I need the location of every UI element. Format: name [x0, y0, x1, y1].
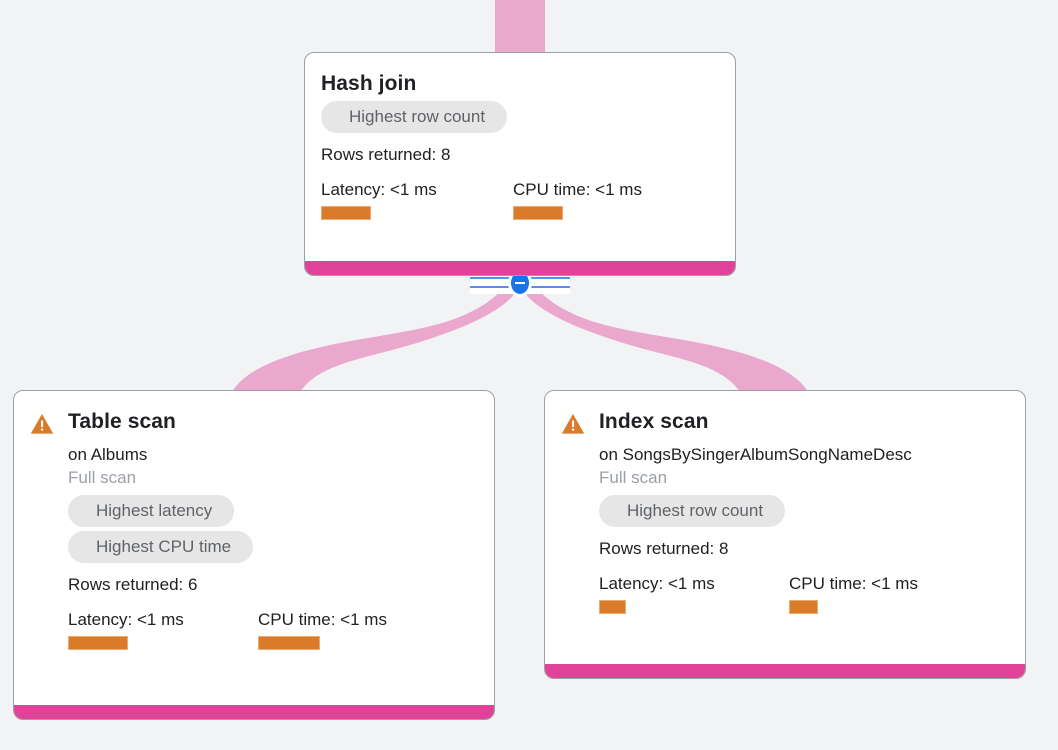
chip-highest-row-count[interactable]: Highest row count: [321, 101, 508, 133]
node-subtitle: on SongsBySingerAlbumSongNameDesc: [599, 445, 912, 464]
metric-latency: Latency: <1 ms: [599, 573, 789, 614]
chip-highest-latency[interactable]: Highest latency: [68, 495, 235, 527]
metric-cpu-time-label: CPU time: <1 ms: [513, 180, 642, 199]
node-body: Table scan on Albums Full scan Highest l…: [14, 391, 494, 658]
metric-latency-label: Latency: <1 ms: [321, 180, 437, 199]
metric-latency-bar: [599, 600, 626, 614]
edge-hash-join-to-index-scan: [521, 283, 808, 392]
node-rows-returned: Rows returned: 8: [599, 539, 729, 558]
node-chips: Highest row count: [599, 495, 1009, 531]
node-card-hash-join[interactable]: Hash join Highest row count Rows returne…: [304, 52, 736, 276]
warning-triangle-icon: [30, 414, 54, 434]
node-metrics: Latency: <1 ms CPU time: <1 ms: [68, 609, 478, 650]
node-body: Hash join Highest row count Rows returne…: [305, 53, 735, 228]
node-chips: Highest row count: [321, 101, 719, 137]
minus-glyph: [515, 282, 525, 284]
node-header-text: Table scan on Albums Full scan: [68, 409, 478, 489]
node-rows-returned: Rows returned: 6: [68, 575, 198, 594]
metric-cpu-time: CPU time: <1 ms: [513, 179, 642, 220]
node-chips: Highest latency Highest CPU time: [68, 495, 478, 567]
node-card-index-scan[interactable]: Index scan on SongsBySingerAlbumSongName…: [544, 390, 1026, 679]
metric-latency-bar: [321, 206, 371, 220]
node-title: Table scan: [68, 410, 176, 433]
node-rows-returned: Rows returned: 8: [321, 145, 451, 164]
metric-latency-bar: [68, 636, 128, 650]
node-scan-type: Full scan: [599, 468, 668, 487]
metric-cpu-time: CPU time: <1 ms: [258, 609, 387, 650]
node-header: Index scan on SongsBySingerAlbumSongName…: [561, 409, 1009, 489]
edge-hash-join-to-table-scan: [232, 283, 519, 392]
edge-root-to-hash-join: [495, 0, 545, 52]
node-accent-bar: [14, 705, 494, 719]
warning-slot: [30, 409, 68, 435]
metric-cpu-time-bar: [258, 636, 320, 650]
metric-cpu-time-bar: [513, 206, 563, 220]
node-accent-bar: [305, 261, 735, 275]
node-metrics: Latency: <1 ms CPU time: <1 ms: [321, 179, 719, 220]
metric-latency-label: Latency: <1 ms: [68, 610, 184, 629]
metric-cpu-time-bar: [789, 600, 818, 614]
metric-latency: Latency: <1 ms: [321, 179, 513, 220]
node-title: Hash join: [321, 72, 417, 95]
warning-triangle-icon: [561, 414, 585, 434]
node-scan-type: Full scan: [68, 468, 137, 487]
node-card-table-scan[interactable]: Table scan on Albums Full scan Highest l…: [13, 390, 495, 720]
chip-highest-row-count[interactable]: Highest row count: [599, 495, 786, 527]
node-subtitle: on Albums: [68, 445, 148, 464]
node-accent-bar: [545, 664, 1025, 678]
node-header: Table scan on Albums Full scan: [30, 409, 478, 489]
node-body: Index scan on SongsBySingerAlbumSongName…: [545, 391, 1025, 622]
node-header: Hash join: [321, 71, 719, 97]
metric-latency: Latency: <1 ms: [68, 609, 258, 650]
metric-cpu-time-label: CPU time: <1 ms: [258, 610, 387, 629]
metric-latency-label: Latency: <1 ms: [599, 574, 715, 593]
chip-highest-cpu-time[interactable]: Highest CPU time: [68, 531, 254, 563]
metric-cpu-time-label: CPU time: <1 ms: [789, 574, 918, 593]
warning-slot: [561, 409, 599, 435]
node-header-text: Index scan on SongsBySingerAlbumSongName…: [599, 409, 1009, 489]
metric-cpu-time: CPU time: <1 ms: [789, 573, 918, 614]
collapse-node-toggle[interactable]: [470, 269, 570, 297]
node-title: Index scan: [599, 410, 709, 433]
node-metrics: Latency: <1 ms CPU time: <1 ms: [599, 573, 1009, 614]
node-header-text: Hash join: [321, 71, 719, 97]
